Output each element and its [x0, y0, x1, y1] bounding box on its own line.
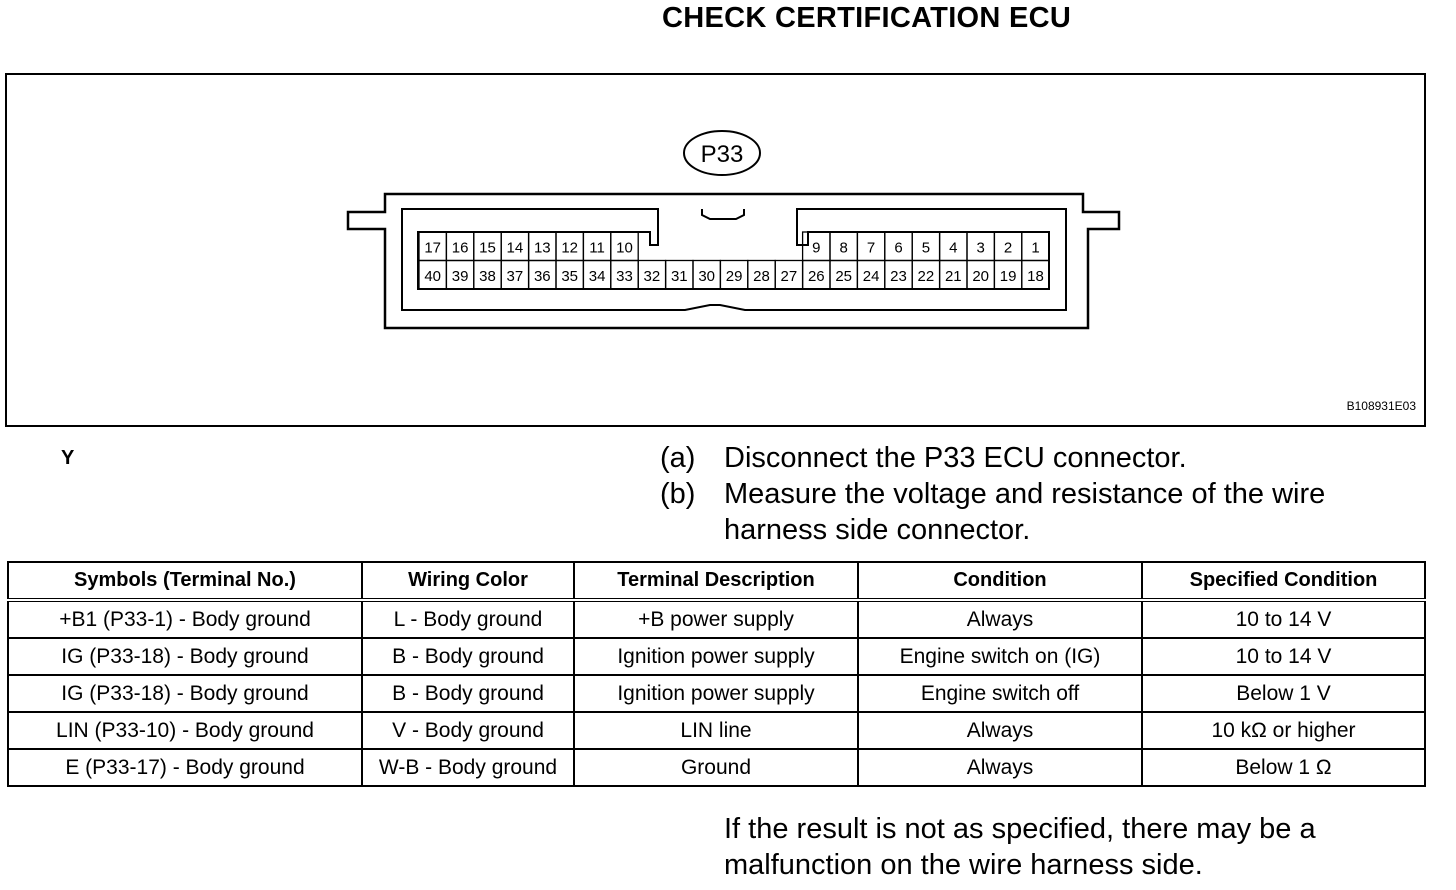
table-cell: Always: [857, 599, 1143, 639]
pin-number: 13: [534, 239, 551, 256]
page-title: CHECK CERTIFICATION ECU: [662, 2, 1072, 34]
step-text: Measure the voltage and resistance of th…: [724, 478, 1326, 546]
table-cell: E (P33-17) - Body ground: [7, 748, 363, 787]
pin-number: 34: [589, 268, 606, 285]
pin-number: 38: [479, 268, 496, 285]
pin-number: 39: [452, 268, 469, 285]
table-header: Wiring Color: [361, 561, 575, 601]
pin-number: 20: [972, 268, 989, 285]
connector-label: P33: [701, 141, 744, 168]
table-row: +B1 (P33-1) - Body ground L - Body groun…: [7, 599, 1426, 639]
table-header: Specified Condition: [1141, 561, 1426, 601]
pin-number: 4: [949, 239, 957, 256]
pin-number: 2: [1004, 239, 1012, 256]
pin-number: 18: [1027, 268, 1044, 285]
pin-number: 3: [977, 239, 985, 256]
pin-number: 11: [589, 239, 605, 256]
pin-number: 32: [644, 268, 661, 285]
table-cell: Engine switch off: [857, 674, 1143, 713]
table-cell: 10 to 14 V: [1141, 637, 1426, 676]
table-cell: W-B - Body ground: [361, 748, 575, 787]
table-cell: LIN line: [573, 711, 859, 750]
pin-number: 19: [1000, 268, 1017, 285]
pin-number: 7: [867, 239, 875, 256]
pin-number: 27: [781, 268, 798, 285]
table-cell: L - Body ground: [361, 599, 575, 639]
table-cell: 10 kΩ or higher: [1141, 711, 1426, 750]
table-cell: Ground: [573, 748, 859, 787]
pin-number: 25: [835, 268, 852, 285]
table-cell: Ignition power supply: [573, 674, 859, 713]
pin-number: 17: [424, 239, 441, 256]
pin-number: 33: [616, 268, 633, 285]
pin-number: 36: [534, 268, 551, 285]
pin-number: 24: [863, 268, 880, 285]
view-label: Y: [61, 447, 75, 469]
pin-number: 9: [812, 239, 820, 256]
pin-number: 16: [452, 239, 469, 256]
pin-number: 5: [922, 239, 930, 256]
table-cell: Below 1 V: [1141, 674, 1426, 713]
pin-cell: [1021, 259, 1050, 290]
pin-number: 10: [616, 239, 633, 256]
step-label: (a): [660, 442, 696, 474]
pin-number: 12: [561, 239, 578, 256]
pin-number: 15: [479, 239, 496, 256]
table-row: IG (P33-18) - Body ground B - Body groun…: [7, 637, 1426, 676]
table-cell: Engine switch on (IG): [857, 637, 1143, 676]
pin-number: 28: [753, 268, 770, 285]
table-cell: IG (P33-18) - Body ground: [7, 637, 363, 676]
pin-number: 21: [945, 268, 962, 285]
table-cell: Always: [857, 711, 1143, 750]
pin-number: 26: [808, 268, 825, 285]
pin-number: 40: [424, 268, 441, 285]
instruction-steps: (a) Disconnect the P33 ECU connector. (b…: [660, 440, 1364, 548]
step-text: Disconnect the P33 ECU connector.: [724, 442, 1187, 474]
table-cell: IG (P33-18) - Body ground: [7, 674, 363, 713]
pin-number: 8: [840, 239, 848, 256]
pin-number: 31: [671, 268, 688, 285]
table-cell: V - Body ground: [361, 711, 575, 750]
table-header-row: Symbols (Terminal No.) Wiring Color Term…: [7, 561, 1426, 601]
table-cell: Ignition power supply: [573, 637, 859, 676]
pin-number: 14: [507, 239, 524, 256]
table-cell: +B1 (P33-1) - Body ground: [7, 599, 363, 639]
pin-number: 1: [1031, 239, 1039, 256]
table-cell: +B power supply: [573, 599, 859, 639]
table-header: Symbols (Terminal No.): [7, 561, 363, 601]
step-b: (b) Measure the voltage and resistance o…: [660, 476, 1364, 548]
step-a: (a) Disconnect the P33 ECU connector.: [660, 440, 1364, 476]
pin-number: 30: [698, 268, 715, 285]
pin-number: 6: [894, 239, 902, 256]
table-cell: Below 1 Ω: [1141, 748, 1426, 787]
table-cell: LIN (P33-10) - Body ground: [7, 711, 363, 750]
pin-number: 23: [890, 268, 907, 285]
table-cell: B - Body ground: [361, 674, 575, 713]
figure-code: B108931E03: [1346, 399, 1416, 413]
table-header: Terminal Description: [573, 561, 859, 601]
table-row: E (P33-17) - Body ground W-B - Body grou…: [7, 748, 1426, 787]
pin-number: 22: [918, 268, 935, 285]
table-cell: B - Body ground: [361, 637, 575, 676]
step-label: (b): [660, 478, 696, 510]
table-row: LIN (P33-10) - Body ground V - Body grou…: [7, 711, 1426, 750]
pin-number: 35: [561, 268, 578, 285]
table-header: Condition: [857, 561, 1143, 601]
pin-number: 37: [507, 268, 524, 285]
table-row: IG (P33-18) - Body ground B - Body groun…: [7, 674, 1426, 713]
result-note: If the result is not as specified, there…: [724, 813, 1316, 881]
table-cell: Always: [857, 748, 1143, 787]
table-cell: 10 to 14 V: [1141, 599, 1426, 639]
pin-number: 29: [726, 268, 743, 285]
specification-table: Symbols (Terminal No.) Wiring Color Term…: [7, 561, 1426, 787]
